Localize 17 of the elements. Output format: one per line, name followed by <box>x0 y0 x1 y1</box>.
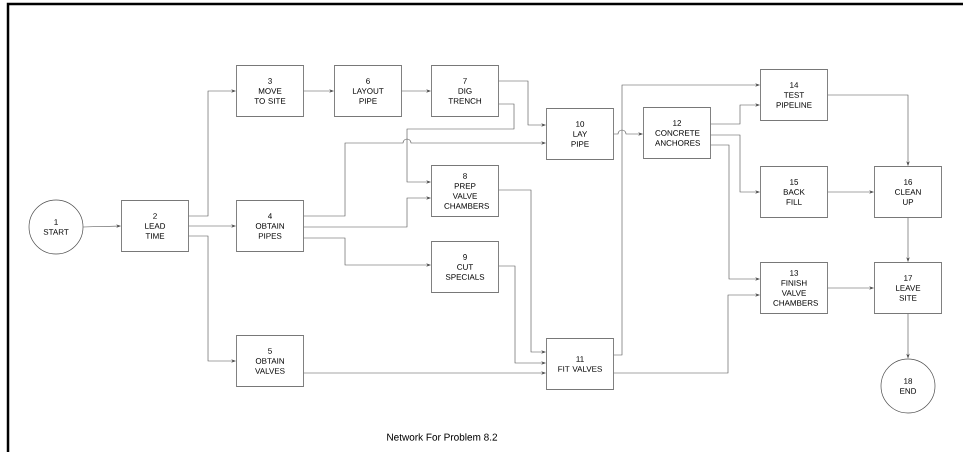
activity-box: 15 BACK FILL <box>760 166 828 218</box>
activity-box: 16 CLEAN UP <box>874 166 942 218</box>
activity-box: 8 PREP VALVE CHAMBERS <box>431 165 499 217</box>
caption: Network For Problem 8.2 <box>387 433 498 441</box>
activity-box: 13 FINISH VALVE CHAMBERS <box>760 262 828 314</box>
activity-box: 11 FIT VALVES <box>546 338 614 390</box>
activity-box: 9 CUT SPECIALS <box>431 241 499 293</box>
activity-box: 7 DIG TRENCH <box>431 65 499 117</box>
activity-box: 17 LEAVE SITE <box>874 262 942 314</box>
activity-box: 4 OBTAIN PIPES <box>236 200 304 252</box>
activity-box: 10 LAY PIPE <box>546 108 614 160</box>
activity-box: 14 TEST PIPELINE <box>760 69 828 121</box>
activity-box: 3 MOVE TO SITE <box>236 65 304 117</box>
activity-box: 6 LAYOUT PIPE <box>334 65 402 117</box>
activity-box: 2 LEAD TIME <box>121 200 189 252</box>
activity-box: 12 CONCRETE ANCHORES <box>643 107 711 159</box>
activity-box: 5 OBTAIN VALVES <box>236 335 304 387</box>
